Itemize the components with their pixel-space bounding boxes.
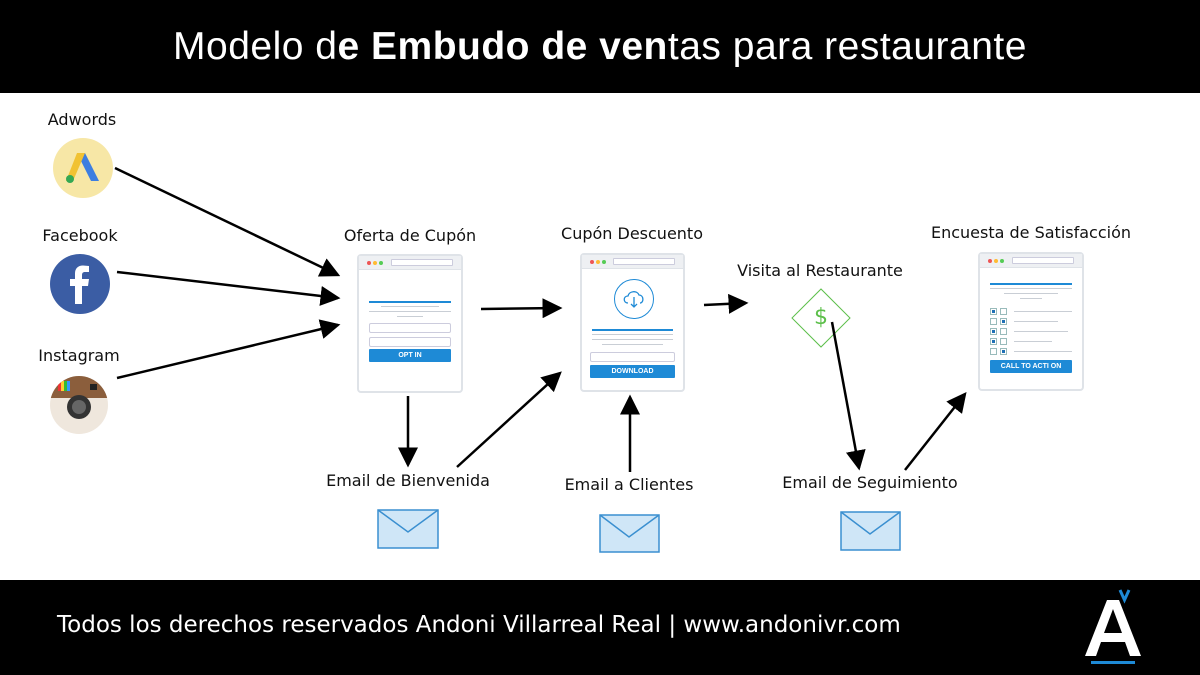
facebook-icon — [50, 254, 110, 314]
step-label-encuesta: Encuesta de Satisfacción — [930, 223, 1132, 242]
arrow-facebook-oferta — [116, 270, 341, 306]
arrow-instagram-oferta — [116, 319, 341, 380]
envelope-icon — [377, 509, 901, 553]
download-page-mockup: DOWNLOAD — [580, 253, 685, 392]
dollar-symbol: $ — [814, 305, 828, 330]
arrow-email-encuesta — [904, 392, 967, 471]
step-label-cupon: Cupón Descuento — [561, 224, 703, 243]
source-label-facebook: Facebook — [42, 226, 118, 245]
instagram-icon — [50, 376, 108, 434]
source-label-adwords: Adwords — [47, 110, 117, 129]
title-bar: Modelo de Embudo de ventas para restaura… — [0, 0, 1200, 93]
download-button: DOWNLOAD — [590, 365, 675, 378]
andonivr-logo — [1085, 589, 1141, 664]
footer-bar — [0, 580, 1200, 675]
footer-copyright: Todos los derechos reservados Andoni Vil… — [57, 612, 901, 638]
step-label-oferta: Oferta de Cupón — [343, 226, 477, 245]
step-label-visita: Visita al Restaurante — [737, 261, 903, 280]
email-label-clientes: Email a Clientes — [564, 475, 694, 494]
survey-page-mockup: CALL TO ACTI ON — [978, 252, 1084, 391]
call-to-action-button: CALL TO ACTI ON — [990, 360, 1072, 373]
adwords-icon — [53, 138, 113, 198]
email-label-seguimiento: Email de Seguimiento — [782, 473, 958, 492]
source-label-instagram: Instagram — [38, 346, 120, 365]
arrow-email-cupon — [456, 371, 562, 468]
arrow-oferta-cupon — [480, 298, 563, 319]
arrow-adwords-oferta — [114, 166, 341, 277]
email-label-bienvenida: Email de Bienvenida — [326, 471, 490, 490]
opt-in-button: OPT IN — [369, 349, 451, 362]
arrow-visita-email — [830, 321, 866, 471]
arrow-cupon-visita — [703, 293, 749, 314]
cloud-download-icon — [614, 279, 654, 319]
page-title: Modelo de Embudo de ventas para restaura… — [173, 24, 1027, 68]
optin-page-mockup: OPT IN — [357, 254, 463, 393]
